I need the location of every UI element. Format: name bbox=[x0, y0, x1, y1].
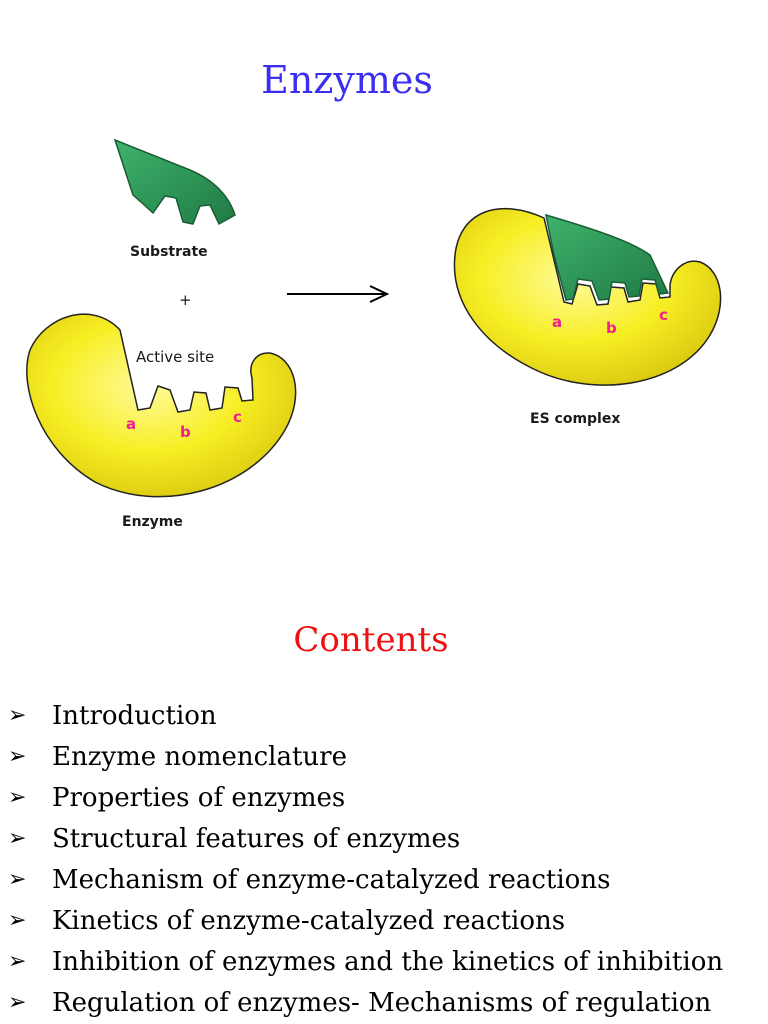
active-site-label: Active site bbox=[136, 348, 214, 366]
enzyme-label: Enzyme bbox=[122, 514, 183, 530]
list-item: ➢ Regulation of enzymes- Mechanisms of re… bbox=[8, 982, 723, 1023]
arrow-bullet-icon: ➢ bbox=[8, 990, 27, 1015]
list-item: ➢ Enzyme nomenclature bbox=[8, 736, 723, 777]
enzyme-site-c: c bbox=[233, 408, 242, 426]
list-item-text: Enzyme nomenclature bbox=[52, 741, 347, 772]
contents-list: ➢ Introduction ➢ Enzyme nomenclature ➢ Prop… bbox=[8, 695, 723, 1023]
arrow-bullet-icon: ➢ bbox=[8, 908, 27, 933]
list-item-text: Inhibition of enzymes and the kinetics o… bbox=[52, 946, 724, 977]
es-site-b: b bbox=[606, 319, 617, 337]
enzyme-shape bbox=[26, 313, 297, 498]
list-item-text: Kinetics of enzyme-catalyzed reactions bbox=[52, 905, 566, 936]
es-complex-label: ES complex bbox=[530, 411, 620, 427]
enzyme-site-a: a bbox=[126, 415, 136, 433]
es-complex-enzyme-shape bbox=[453, 207, 722, 386]
plus-sign: + bbox=[179, 291, 192, 309]
arrow-head-icon bbox=[369, 285, 390, 303]
list-item: ➢ Mechanism of enzyme-catalyzed reactions bbox=[8, 859, 723, 900]
list-item: ➢ Introduction bbox=[8, 695, 723, 736]
list-item: ➢ Kinetics of enzyme-catalyzed reactions bbox=[8, 900, 723, 941]
arrow-bullet-icon: ➢ bbox=[8, 785, 27, 810]
list-item-text: Mechanism of enzyme-catalyzed reactions bbox=[52, 864, 611, 895]
es-complex-substrate-shape bbox=[545, 213, 670, 301]
enzyme-substrate-diagram: Substrate + Active site a b c Enzyme a b… bbox=[26, 138, 722, 530]
list-item: ➢ Properties of enzymes bbox=[8, 777, 723, 818]
contents-title: Contents bbox=[293, 620, 449, 660]
substrate-shape bbox=[113, 138, 236, 226]
arrow-bullet-icon: ➢ bbox=[8, 949, 27, 974]
arrow-bullet-icon: ➢ bbox=[8, 744, 27, 769]
list-item: ➢ Structural features of enzymes bbox=[8, 818, 723, 859]
list-item-text: Introduction bbox=[52, 700, 217, 731]
arrow-bullet-icon: ➢ bbox=[8, 703, 27, 728]
list-item-text: Structural features of enzymes bbox=[52, 823, 461, 854]
arrow-bullet-icon: ➢ bbox=[8, 867, 27, 892]
arrow-bullet-icon: ➢ bbox=[8, 826, 27, 851]
substrate-label: Substrate bbox=[130, 244, 208, 260]
enzyme-site-b: b bbox=[180, 423, 191, 441]
list-item-text: Regulation of enzymes- Mechanisms of reg… bbox=[52, 987, 712, 1018]
page-title: Enzymes bbox=[261, 58, 433, 102]
list-item: ➢ Inhibition of enzymes and the kinetics … bbox=[8, 941, 723, 982]
es-site-a: a bbox=[552, 313, 562, 331]
es-site-c: c bbox=[659, 306, 668, 324]
list-item-text: Properties of enzymes bbox=[52, 782, 346, 813]
